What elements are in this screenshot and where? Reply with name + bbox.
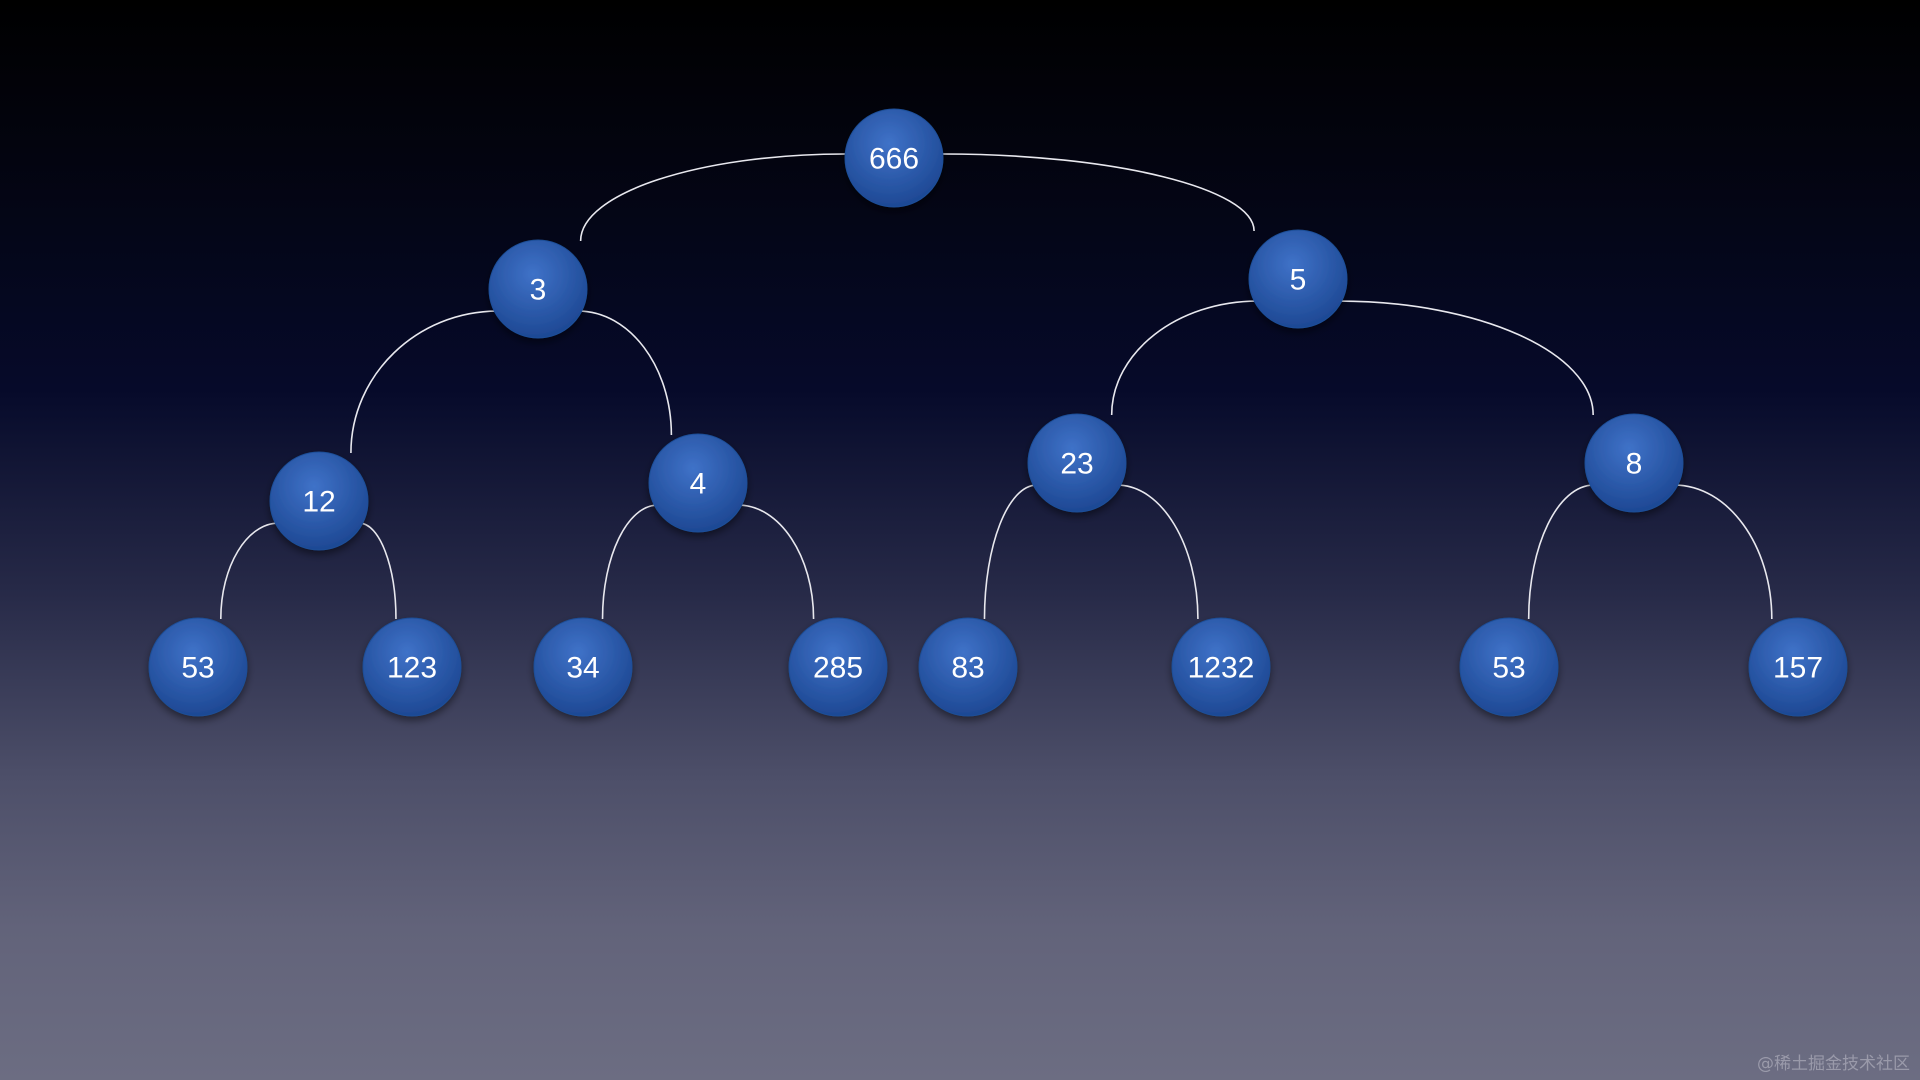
node-circle bbox=[788, 617, 888, 717]
node-label: 12 bbox=[302, 486, 335, 519]
edge-n3-n4 bbox=[578, 310, 673, 435]
node-label: 3 bbox=[530, 274, 547, 307]
tree-node-n53a: 53 bbox=[148, 617, 248, 717]
node-circle bbox=[844, 108, 944, 208]
node-label: 666 bbox=[869, 143, 919, 176]
tree-node-n157: 157 bbox=[1748, 617, 1848, 717]
node-circle bbox=[1248, 229, 1348, 329]
node-label: 53 bbox=[181, 652, 214, 685]
edge-n4-n34 bbox=[601, 504, 658, 619]
node-circle bbox=[1748, 617, 1848, 717]
node-label: 1232 bbox=[1188, 652, 1255, 685]
edge-n666-n3 bbox=[579, 153, 846, 241]
node-label: 34 bbox=[566, 652, 599, 685]
tree-node-n3: 3 bbox=[488, 239, 588, 339]
node-label: 285 bbox=[813, 652, 863, 685]
node-label: 4 bbox=[690, 468, 707, 501]
edge-n8-n157 bbox=[1674, 484, 1773, 619]
node-label: 8 bbox=[1626, 448, 1643, 481]
node-label: 53 bbox=[1492, 652, 1525, 685]
tree-node-n5: 5 bbox=[1248, 229, 1348, 329]
node-circle bbox=[1027, 413, 1127, 513]
edge-n666-n5 bbox=[942, 153, 1255, 231]
edge-n5-n8 bbox=[1338, 300, 1594, 415]
node-label: 23 bbox=[1060, 448, 1093, 481]
tree-node-n8: 8 bbox=[1584, 413, 1684, 513]
node-circle bbox=[269, 451, 369, 551]
node-label: 5 bbox=[1290, 264, 1307, 297]
node-label: 123 bbox=[387, 652, 437, 685]
tree-node-n4: 4 bbox=[648, 433, 748, 533]
tree-node-n666: 666 bbox=[844, 108, 944, 208]
edge-n23-n1232 bbox=[1117, 484, 1199, 619]
node-circle bbox=[1584, 413, 1684, 513]
node-circle bbox=[918, 617, 1018, 717]
tree-node-n34: 34 bbox=[533, 617, 633, 717]
node-circle bbox=[1171, 617, 1271, 717]
node-circle bbox=[648, 433, 748, 533]
watermark-text: @稀土掘金技术社区 bbox=[1757, 1054, 1910, 1074]
tree-node-n23: 23 bbox=[1027, 413, 1127, 513]
edge-n5-n23 bbox=[1110, 300, 1258, 415]
tree-node-n53b: 53 bbox=[1459, 617, 1559, 717]
node-circle bbox=[362, 617, 462, 717]
edge-n12-n123 bbox=[359, 522, 397, 619]
edge-n23-n83 bbox=[983, 484, 1037, 619]
tree-node-n1232: 1232 bbox=[1171, 617, 1271, 717]
edge-n12-n53a bbox=[219, 522, 279, 619]
node-label: 157 bbox=[1773, 652, 1823, 685]
edge-n4-n285 bbox=[738, 504, 815, 619]
tree-node-n83: 83 bbox=[918, 617, 1018, 717]
node-circle bbox=[533, 617, 633, 717]
tree-edges bbox=[219, 153, 1773, 619]
tree-node-n285: 285 bbox=[788, 617, 888, 717]
node-label: 83 bbox=[951, 652, 984, 685]
node-circle bbox=[148, 617, 248, 717]
tree-node-n123: 123 bbox=[362, 617, 462, 717]
node-circle bbox=[1459, 617, 1559, 717]
edge-n8-n53b bbox=[1527, 484, 1594, 619]
tree-nodes: 666 3 5 12 4 23 8 53 123 34 285 83 1232 53 157 bbox=[148, 108, 1848, 717]
tree-node-n12: 12 bbox=[269, 451, 369, 551]
edge-n3-n12 bbox=[350, 310, 498, 453]
node-circle bbox=[488, 239, 588, 339]
